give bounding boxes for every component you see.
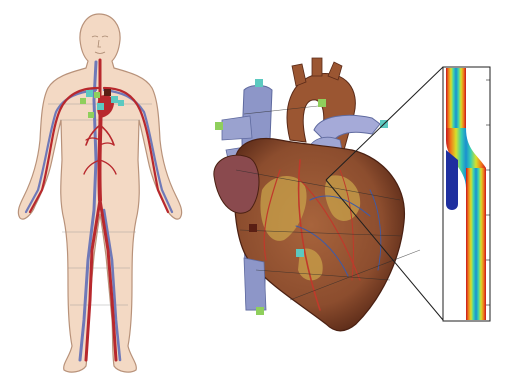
flow-lower-channel <box>466 168 486 320</box>
inferior-vena-cava <box>244 258 266 310</box>
vessel-flow-simulation-icon <box>443 67 490 321</box>
flow-stagnant-region <box>446 150 458 210</box>
heart-anatomy-icon <box>214 58 420 331</box>
right-atrium <box>214 155 259 213</box>
flow-upper-channel <box>446 68 466 128</box>
human-body-circulation-icon <box>18 14 181 372</box>
pulmonary-vein-left <box>222 116 252 140</box>
